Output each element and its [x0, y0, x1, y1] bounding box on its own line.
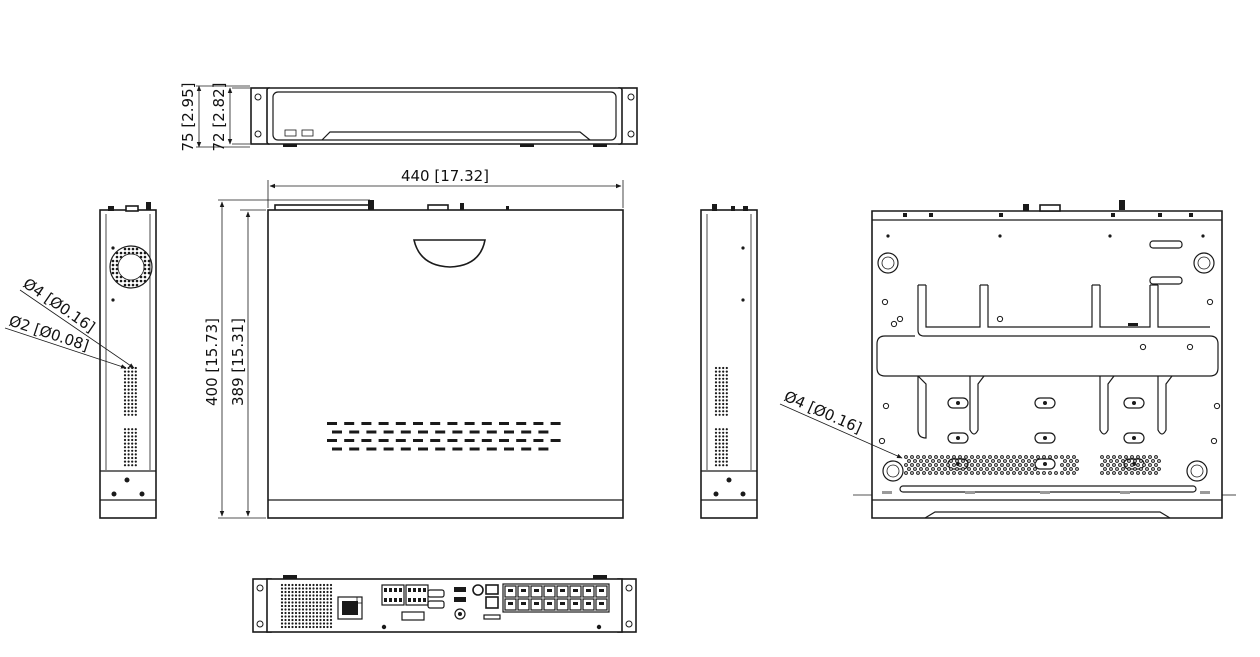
front-view: [250, 87, 638, 147]
mounting-slots: [947, 397, 1145, 470]
width-dimension: [267, 180, 624, 208]
bottom-hole-callout: [779, 403, 903, 459]
psu-fan-grille: [280, 583, 333, 629]
rear-view: [252, 575, 637, 633]
bottom-screw-holes: [878, 298, 1221, 445]
front-height-dimensions: [196, 85, 250, 148]
side-vents-left: [123, 366, 137, 467]
width-label: 440 [17.32]: [401, 167, 489, 185]
left-hole-callouts: [4, 289, 135, 369]
left-side-view: [99, 202, 157, 519]
alarm-terminals: [384, 588, 426, 602]
bottom-view: [853, 200, 1236, 519]
bottom-edge-details: [882, 213, 1210, 494]
height-body-label: 72 [2.82]: [210, 83, 228, 152]
right-side-view: [700, 204, 758, 519]
top-view: [267, 200, 624, 519]
side-vents-right: [714, 366, 728, 467]
bottom-vent-holes: [904, 455, 1161, 475]
poe-ports: [504, 585, 608, 611]
depth-body-label: 389 [15.31]: [229, 318, 247, 406]
depth-total-label: 400 [15.73]: [203, 318, 221, 406]
top-vent-slots: [327, 422, 561, 451]
fan-grille: [111, 247, 151, 287]
depth-dimensions: [218, 199, 370, 519]
hole-large-bottom-label: Ø4 [Ø0.16]: [781, 387, 864, 437]
height-total-label: 75 [2.95]: [179, 83, 197, 152]
